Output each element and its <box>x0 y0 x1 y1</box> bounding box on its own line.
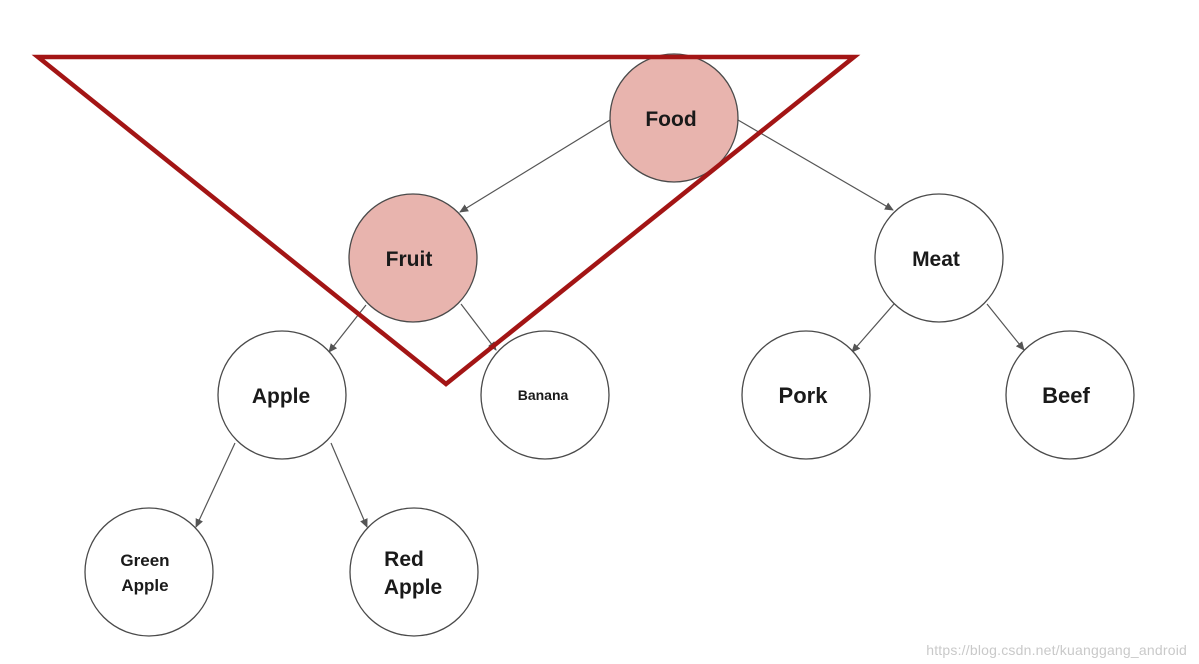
node-food: Food <box>609 53 739 183</box>
edge-apple-red-apple <box>330 442 368 528</box>
node-beef-circle <box>1005 330 1135 460</box>
node-food-label: Food <box>645 108 696 131</box>
edge-group <box>195 119 1025 528</box>
edge-fruit-apple <box>328 304 367 353</box>
node-green-apple-circle <box>84 507 214 637</box>
edge-meat-beef <box>986 303 1025 351</box>
edge-food-fruit <box>459 119 611 213</box>
node-meat-circle <box>874 193 1004 323</box>
node-green-apple: Green Apple <box>84 507 214 637</box>
node-red-apple: Red Apple <box>349 507 479 637</box>
node-red-apple-circle <box>349 507 479 637</box>
edge-food-meat <box>737 119 894 211</box>
node-apple-circle <box>217 330 347 460</box>
node-apple: Apple <box>217 330 347 460</box>
node-banana-circle <box>480 330 610 460</box>
node-apple-label: Apple <box>252 385 310 408</box>
watermark-text: https://blog.csdn.net/kuanggang_android <box>926 642 1187 658</box>
edge-fruit-banana <box>460 303 497 351</box>
node-banana: Banana <box>480 330 610 460</box>
node-beef: Beef <box>1005 330 1135 460</box>
node-food-circle <box>609 53 739 183</box>
highlight-triangle <box>31 54 861 387</box>
node-beef-label: Beef <box>1042 383 1090 408</box>
node-fruit: Fruit <box>348 193 478 323</box>
node-pork-circle <box>741 330 871 460</box>
node-banana-label: Banana <box>518 387 569 403</box>
node-meat: Meat <box>874 193 1004 323</box>
node-red-apple-label-line2: Apple <box>384 576 442 599</box>
node-fruit-label: Fruit <box>386 248 433 271</box>
node-meat-label: Meat <box>912 248 960 271</box>
node-pork: Pork <box>741 330 871 460</box>
node-green-apple-label-line1: Green <box>120 551 169 570</box>
edge-apple-green-apple <box>195 442 236 528</box>
node-green-apple-label-line2: Apple <box>121 576 168 595</box>
node-red-apple-label-line1: Red <box>384 548 424 571</box>
node-pork-label: Pork <box>779 383 829 408</box>
edge-meat-pork <box>851 303 895 353</box>
node-fruit-circle <box>348 193 478 323</box>
